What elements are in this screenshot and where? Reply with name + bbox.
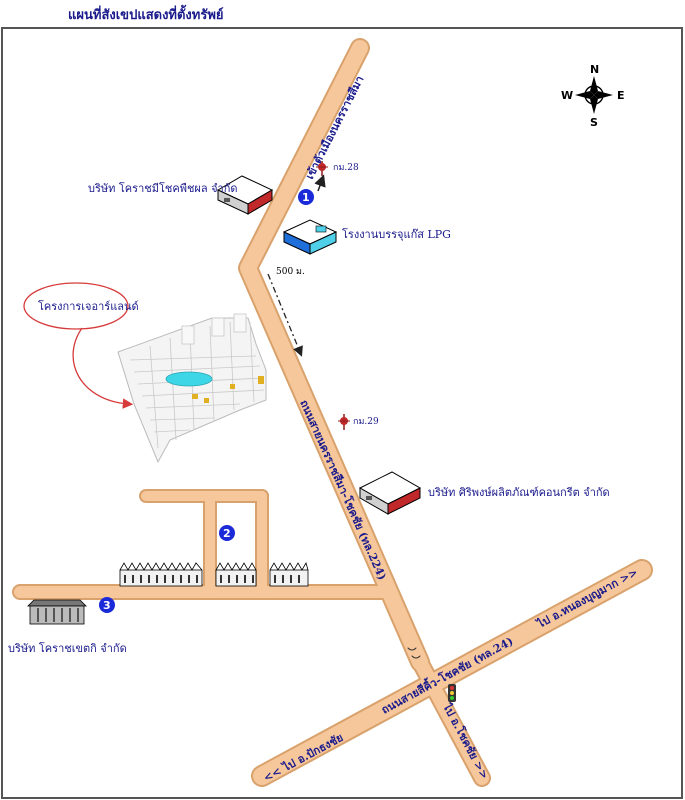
compass-west: W <box>561 89 573 102</box>
road-network <box>12 38 653 787</box>
label-project: โครงการเจอาร์แลนด์ <box>38 299 139 313</box>
km29-label: กม.29 <box>353 417 379 427</box>
svg-text:1: 1 <box>302 191 310 204</box>
building-siriphong <box>358 471 422 515</box>
building-lpg-plant <box>282 219 338 255</box>
svg-text:3: 3 <box>103 599 111 612</box>
km-marker-29: กม.29 <box>338 414 379 430</box>
compass-north: N <box>590 63 599 76</box>
label-korat-mee-chok: บริษัท โคราชมีโชคพืชผล จำกัด <box>88 181 238 195</box>
marker-3: 3 <box>99 597 115 613</box>
compass-east: E <box>617 89 625 102</box>
label-korat-khet: บริษัท โคราชเขตกิ จำกัด <box>8 641 127 655</box>
building-korat-khet <box>27 599 87 625</box>
building-korat-mee-chok <box>216 175 274 215</box>
map-title: แผนที่สังเขปแสดงที่ตั้งทรัพย์ <box>68 4 224 23</box>
map-frame <box>1 27 683 799</box>
distance-label: 500 ม. <box>276 267 305 277</box>
label-lpg-plant: โรงงานบรรจุแก๊ส LPG <box>342 227 451 241</box>
marker-1: 1 <box>298 189 314 205</box>
project-callout-arrow <box>72 327 134 409</box>
direction-nongbunmak: ไป อ.หนองบุญมาก >> <box>533 565 641 633</box>
row-houses-middle <box>215 562 257 587</box>
label-siriphong: บริษัท ศิริพงษ์ผลิตภัณฑ์คอนกรีต จำกัด <box>428 486 610 499</box>
row-houses-right <box>269 561 309 587</box>
svg-text:2: 2 <box>223 527 231 540</box>
row-houses-left <box>119 562 203 587</box>
km28-label: กม.28 <box>333 163 359 173</box>
traffic-light-icon <box>448 684 456 702</box>
heading-arrow <box>314 174 326 192</box>
direction-chokchai: ไป อ.โชคชัย >> <box>439 699 492 781</box>
marker-2: 2 <box>219 525 235 541</box>
distance-arrow <box>267 273 303 357</box>
project-callout <box>23 282 129 330</box>
compass-rose: N S E W <box>561 63 625 129</box>
km-marker-28: กม.28 <box>316 161 359 176</box>
compass-south: S <box>590 116 598 129</box>
project-site-plan <box>117 313 267 464</box>
